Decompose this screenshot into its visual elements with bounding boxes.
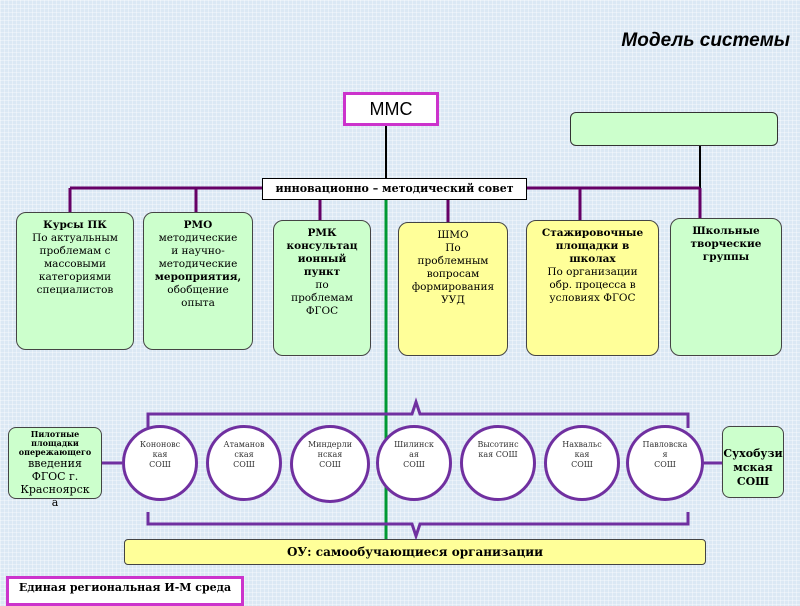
pilot-line: Красноярск [20, 483, 90, 496]
pilot-line: Пилотные [30, 429, 80, 439]
school-name-line: СОШ [654, 460, 676, 469]
page-title: Модель системы [621, 30, 790, 51]
box-line: мероприятия, [154, 271, 242, 283]
school-name-line: я [662, 450, 668, 459]
regional-environment-box: Единая региональная И-М среда [6, 576, 244, 606]
box-line: обобщение [167, 284, 229, 296]
school-name-line: Сухобузи [723, 447, 783, 460]
box-line: ФГОС [305, 305, 339, 317]
box-line: пункт [303, 266, 341, 278]
box-line: по [315, 279, 329, 291]
box-line: вопросам [426, 268, 480, 280]
box-line: проблемам [291, 292, 353, 304]
pilot-line: площадки [31, 438, 79, 448]
box-line: РМО [183, 219, 213, 231]
pilot-line: ФГОС г. [31, 470, 79, 483]
school-name-line: Павловска [642, 440, 688, 449]
box-line: методические [158, 232, 238, 244]
pilot-line: введения [28, 457, 82, 470]
school-name-line: нская [317, 450, 343, 459]
box-line: Курсы ПК [43, 219, 107, 231]
school-name-line: ская [234, 450, 254, 459]
box-line: категориями [38, 271, 112, 283]
pilot-line: а [51, 496, 59, 509]
school-name-line: СОШ [736, 475, 770, 488]
school-name-line: СОШ [571, 460, 593, 469]
school-name-line: Шилинск [394, 440, 434, 449]
box-line: По организации [547, 266, 638, 278]
box-line: УУД [441, 294, 465, 306]
school-name-line: кая [152, 450, 168, 459]
box-line: проблемам с [39, 245, 111, 257]
box-line: ионный [297, 253, 347, 265]
school-name-line: СОШ [233, 460, 255, 469]
mms-box: ММС [343, 92, 439, 126]
box-line: методические [158, 258, 238, 270]
box-line: Стажировочные [541, 227, 644, 239]
school-name-line: кая [574, 450, 590, 459]
school-name-line: СОШ [319, 460, 341, 469]
box-line: проблемным [417, 255, 489, 267]
school-name-line: Нахвальс [562, 440, 602, 449]
box-line: площадки в [555, 240, 630, 252]
school-name-line: СОШ [149, 460, 171, 469]
box-line: специалистов [36, 284, 114, 296]
box-line: По актуальным [32, 232, 118, 244]
school-name-line: кая СОШ [478, 450, 518, 459]
box-line: РМК [307, 227, 337, 239]
box-line: школах [569, 253, 616, 265]
school-name-line: ая [409, 450, 419, 459]
box-line: По [445, 242, 461, 254]
box-line: обр. процесса в [549, 279, 636, 291]
school-name-line: Высотинс [477, 440, 519, 449]
box-line: массовыми [44, 258, 106, 270]
school-name-line: Атаманов [223, 440, 265, 449]
pilot-line: опережающего [18, 447, 92, 457]
box-line: группы [702, 251, 750, 263]
box-line: и научно- [171, 245, 225, 257]
box-line: формирования [411, 281, 495, 293]
box-line: условиях ФГОС [549, 292, 636, 304]
box-line: консультац [286, 240, 358, 252]
box-line: ШМО [437, 229, 469, 241]
empty-top-right-box [570, 112, 778, 146]
ou-self-learning-box: ОУ: самообучающиеся организации [124, 539, 706, 565]
school-name-line: СОШ [403, 460, 425, 469]
box-line: Школьные [692, 225, 760, 237]
box-line: опыта [181, 297, 215, 309]
school-name-line: Миндерли [307, 440, 353, 449]
box-line: творческие [690, 238, 762, 250]
school-name-line: Кононовс [139, 440, 181, 449]
school-name-line: мская [733, 461, 773, 474]
innovation-council-box: инновационно – методический совет [262, 178, 527, 200]
